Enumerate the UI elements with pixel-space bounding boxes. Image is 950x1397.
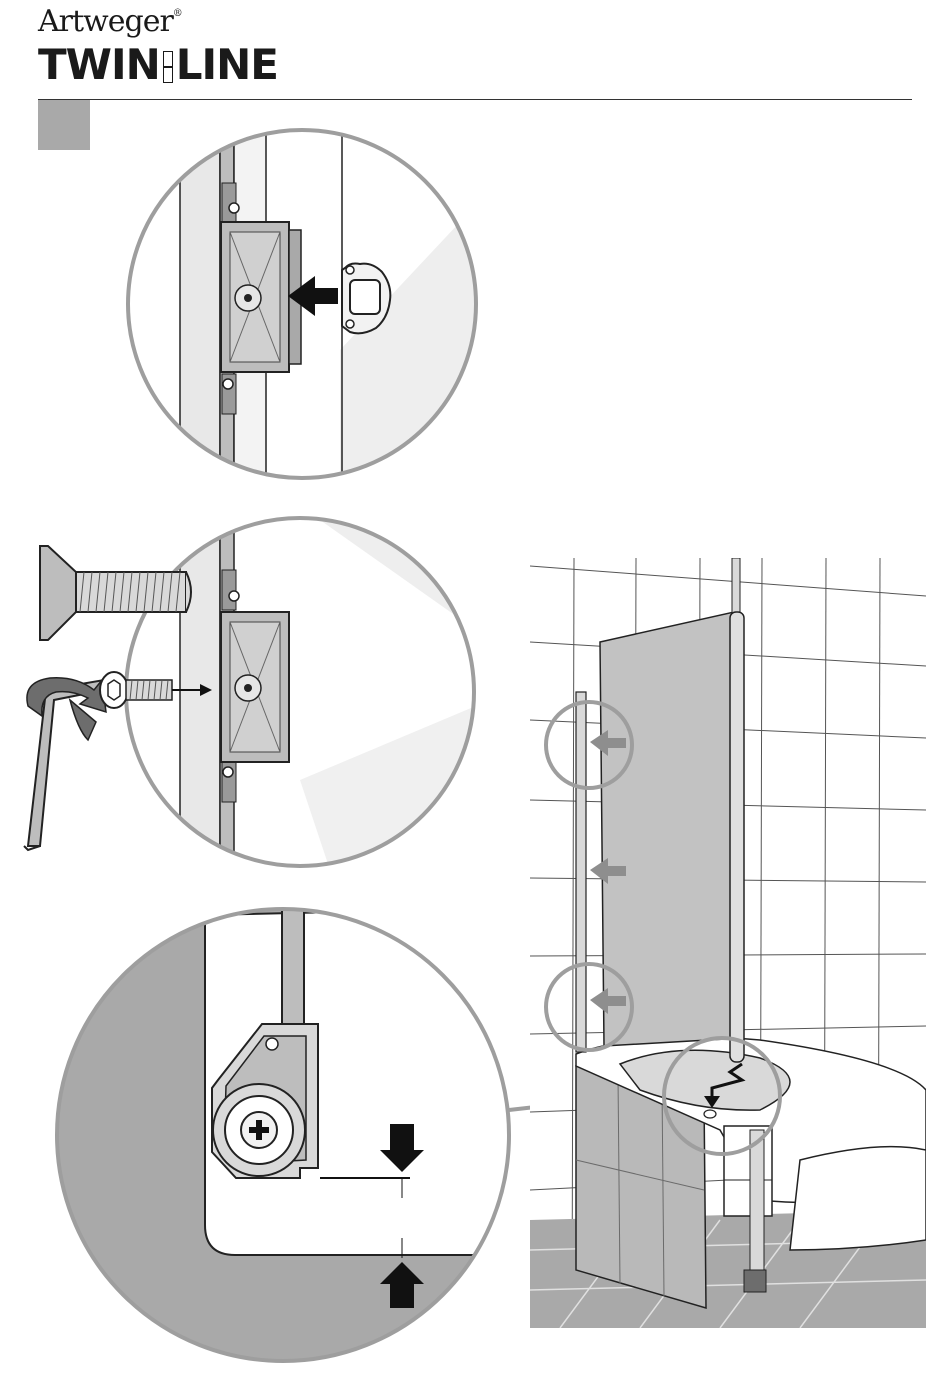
bathtub-scene (530, 558, 926, 1328)
detail-screw-fasten (24, 510, 490, 880)
detail-clamp-insert (120, 120, 490, 490)
